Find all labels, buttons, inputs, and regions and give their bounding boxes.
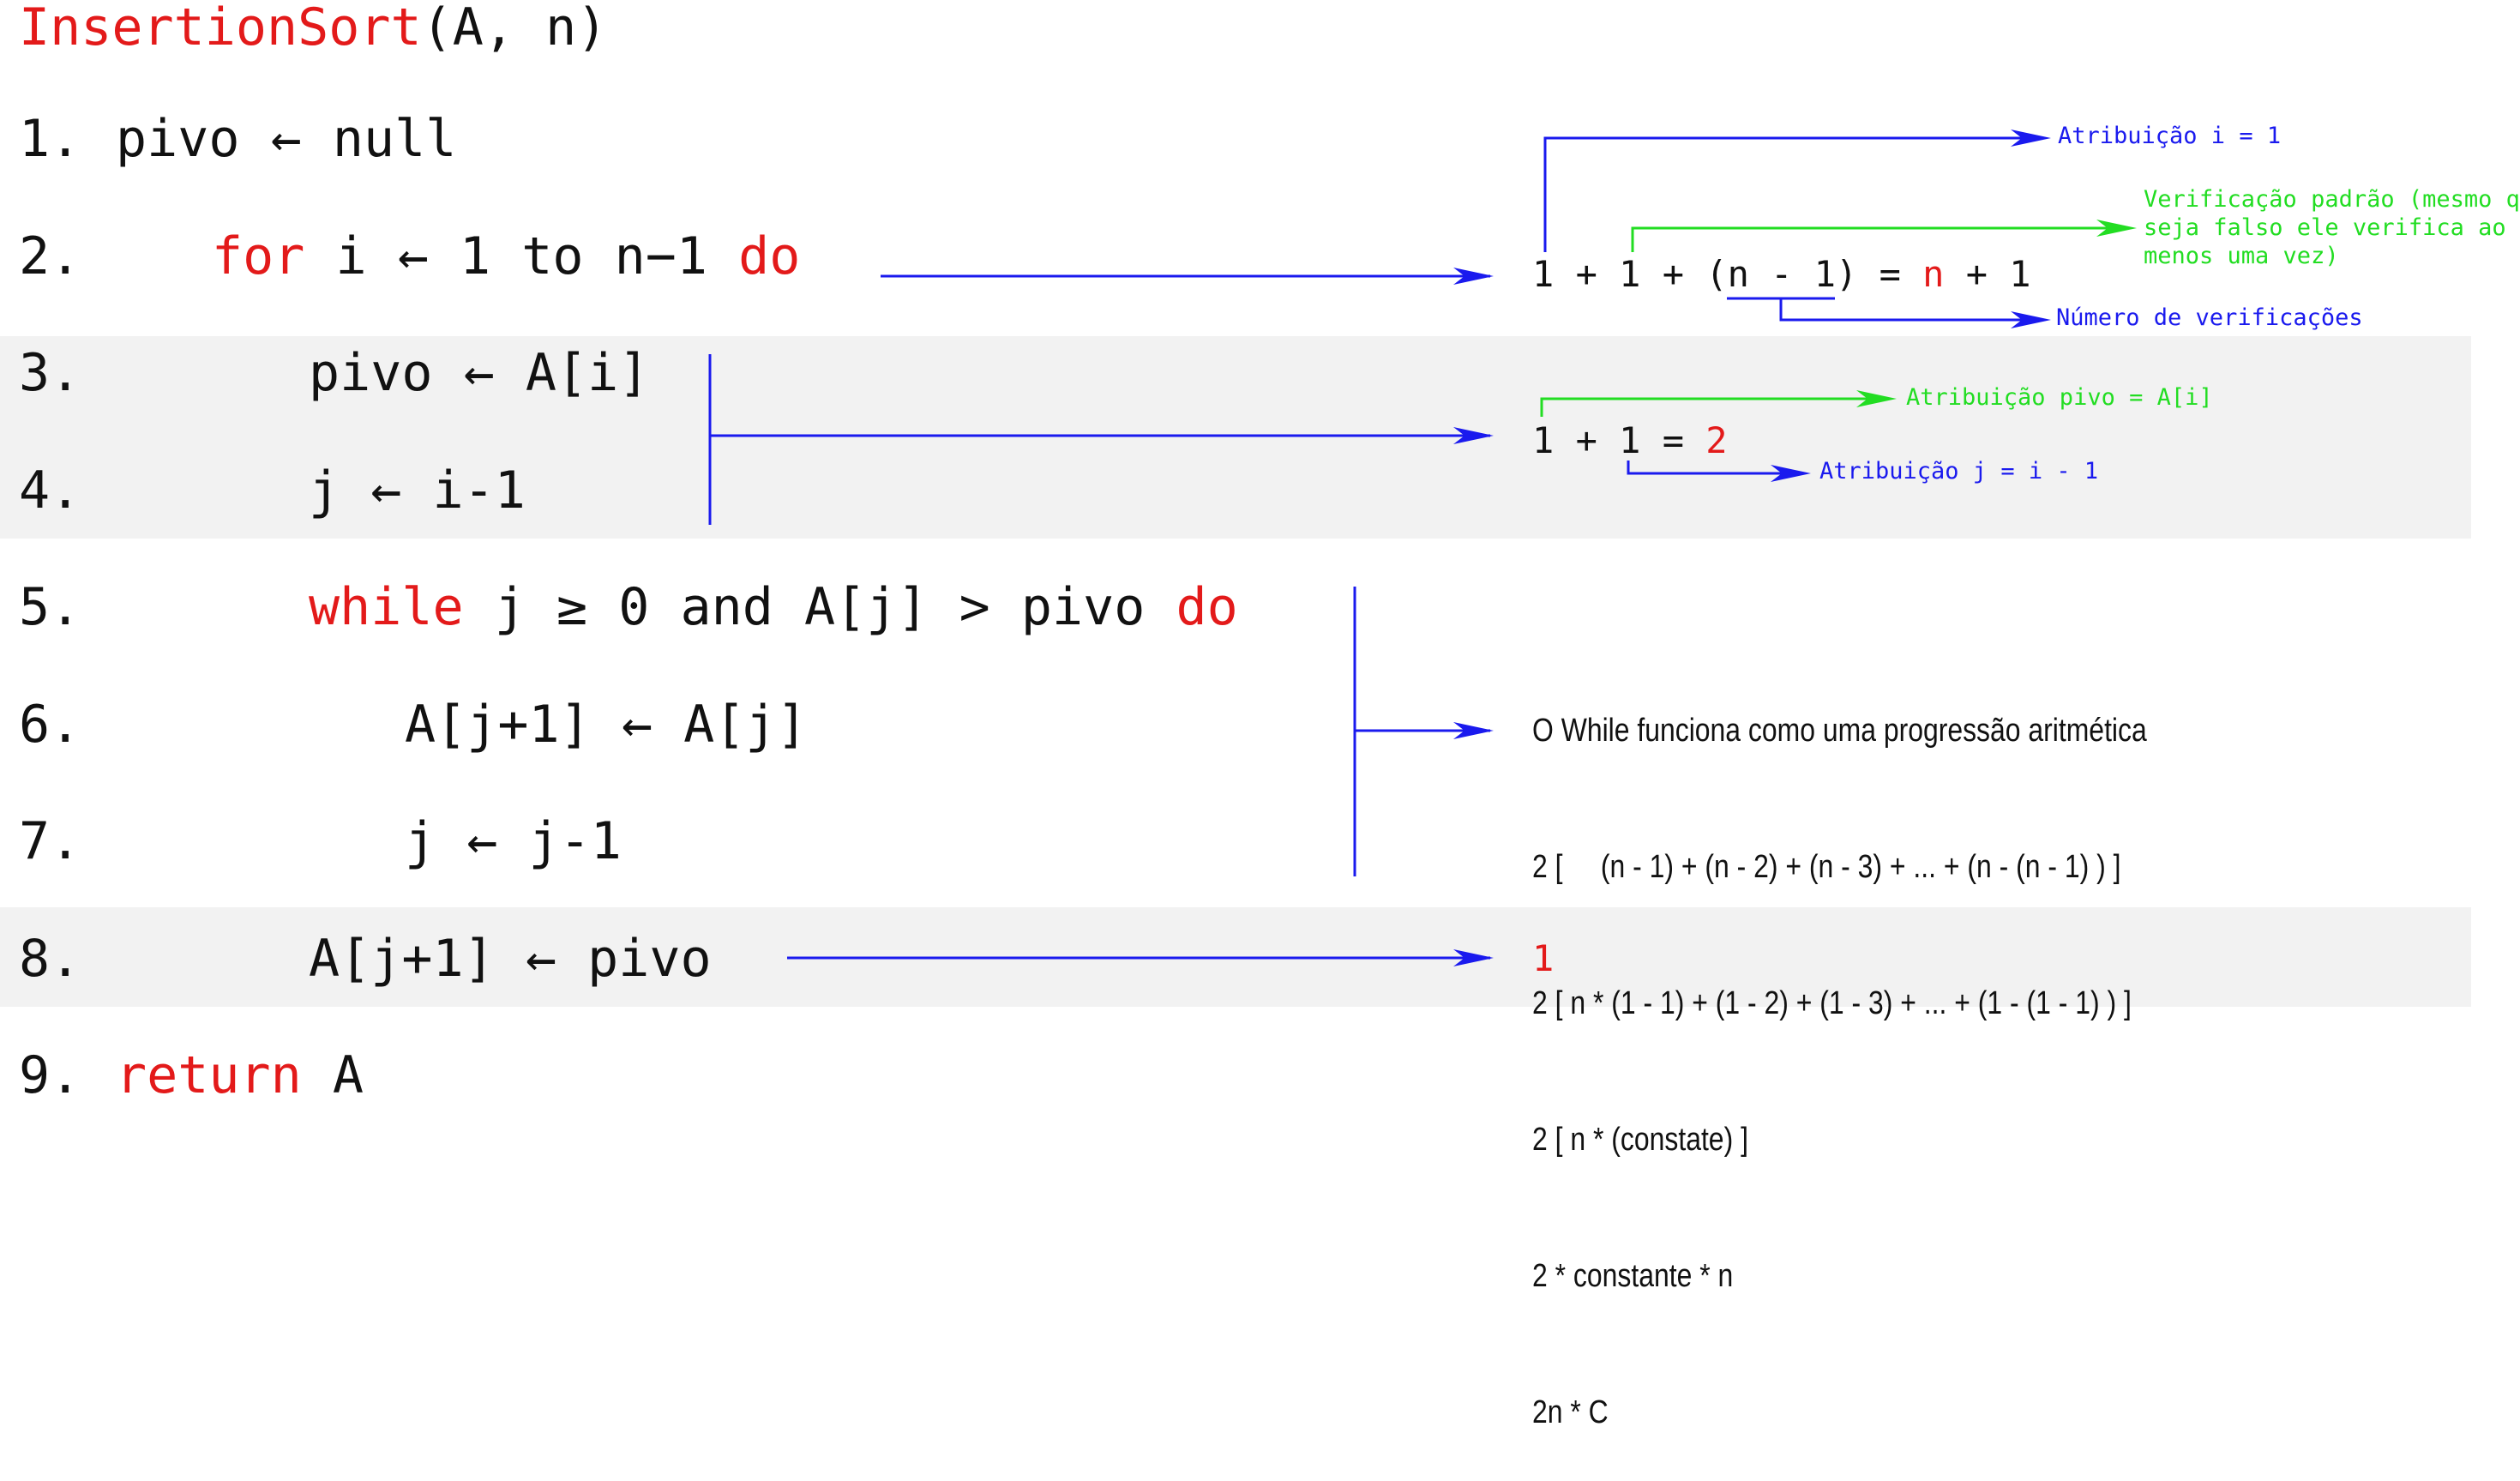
assign-pivo-pointer xyxy=(1540,397,1869,417)
for-cost-tail: + 1 xyxy=(1944,253,2031,295)
connector-arrows xyxy=(708,129,2137,966)
keyword: do xyxy=(1176,577,1238,637)
note-standard-check: Verificação padrão (mesmo que seja falso… xyxy=(2144,186,2520,269)
assign-cost-value: 1 xyxy=(1532,937,1555,979)
code-text: j ≥ 0 and A[j] > pivo xyxy=(463,577,1176,637)
code-line: for i ← 1 to n−1 do xyxy=(212,231,800,282)
code-text: pivo ← A[i] xyxy=(309,343,650,403)
assign-j-arrowhead xyxy=(1771,465,1811,482)
note-check-count: Número de verificações xyxy=(2056,304,2363,331)
note-assign-pivo: Atribuição pivo = A[i] xyxy=(1906,384,2213,411)
body-cost-lhs: 1 + 1 = xyxy=(1532,419,1706,461)
line-number: 6. xyxy=(19,695,81,755)
function-signature: InsertionSort(A, n) xyxy=(19,2,607,53)
body-cost-result: 2 xyxy=(1705,419,1728,461)
for-cost-n: n xyxy=(1922,253,1945,295)
keyword: for xyxy=(212,226,305,286)
line-number: 1. xyxy=(19,109,81,169)
code-text: A[j+1] ← pivo xyxy=(309,929,712,989)
assign-j-pointer xyxy=(1627,461,1783,475)
code-line: j ← j-1 xyxy=(405,816,622,867)
code-line: while j ≥ 0 and A[j] > pivo do xyxy=(309,581,1238,633)
code-line: pivo ← null xyxy=(116,113,456,165)
code-text: pivo ← null xyxy=(116,109,457,169)
while-cost-line: 2 [ n * (constate) ] xyxy=(1532,1122,1748,1158)
while-cost-line: 2 [ (n - 1) + (n - 2) + (n - 3) + ... + … xyxy=(1532,849,2121,885)
code-text: i ← 1 to n−1 xyxy=(304,226,739,286)
while-cost-line: 2n * C xyxy=(1532,1394,1609,1430)
for-arrowhead xyxy=(1453,268,1494,285)
code-line: A[j+1] ← A[j] xyxy=(405,699,808,750)
while-cost-line: 2 * constante * n xyxy=(1532,1258,1734,1294)
for-cost-lhs: 1 + 1 + (n - 1) = xyxy=(1532,253,1923,295)
assign-pivo-arrowhead xyxy=(1856,390,1897,407)
standard-check-arrowhead xyxy=(2096,220,2137,237)
count-arrowhead xyxy=(2011,311,2051,328)
line-number: 3. xyxy=(19,343,81,403)
count-pointer xyxy=(1779,298,2024,322)
note-assign-j: Atribuição j = i - 1 xyxy=(1819,458,2099,485)
code-text: j ← j-1 xyxy=(405,811,622,871)
body-arrowhead xyxy=(1453,427,1494,444)
note-assign-i: Atribuição i = 1 xyxy=(2058,123,2282,149)
while-cost-line: 2 [ n * (1 - 1) + (1 - 2) + (1 - 3) + ..… xyxy=(1532,985,2132,1021)
code-text: j ← i-1 xyxy=(309,461,526,521)
code-line: pivo ← A[i] xyxy=(309,347,649,399)
for-cost-formula: 1 + 1 + (n - 1) = n + 1 xyxy=(1532,256,2031,292)
code-band-body xyxy=(0,336,2471,539)
code-text: A[j+1] ← A[j] xyxy=(405,695,808,755)
assign-i-pointer xyxy=(1543,136,2024,252)
function-name: InsertionSort xyxy=(19,0,422,57)
line-number: 7. xyxy=(19,811,81,871)
line-number: 4. xyxy=(19,461,81,521)
keyword: while xyxy=(309,577,464,637)
line-number: 2. xyxy=(19,226,81,286)
body-cost-formula: 1 + 1 = 2 xyxy=(1532,423,1728,459)
function-params: (A, n) xyxy=(421,0,608,57)
code-line: j ← i-1 xyxy=(309,465,526,516)
assign-i-arrowhead xyxy=(2011,129,2051,147)
code-line: A[j+1] ← pivo xyxy=(309,933,712,984)
standard-check-pointer xyxy=(1631,226,2109,252)
line-number: 5. xyxy=(19,577,81,637)
line-number: 8. xyxy=(19,929,81,989)
keyword: do xyxy=(738,226,801,286)
while-cost-line: O While funciona como uma progressão ari… xyxy=(1532,713,2147,749)
assign-arrowhead xyxy=(1453,949,1494,966)
while-arrowhead xyxy=(1453,722,1494,739)
